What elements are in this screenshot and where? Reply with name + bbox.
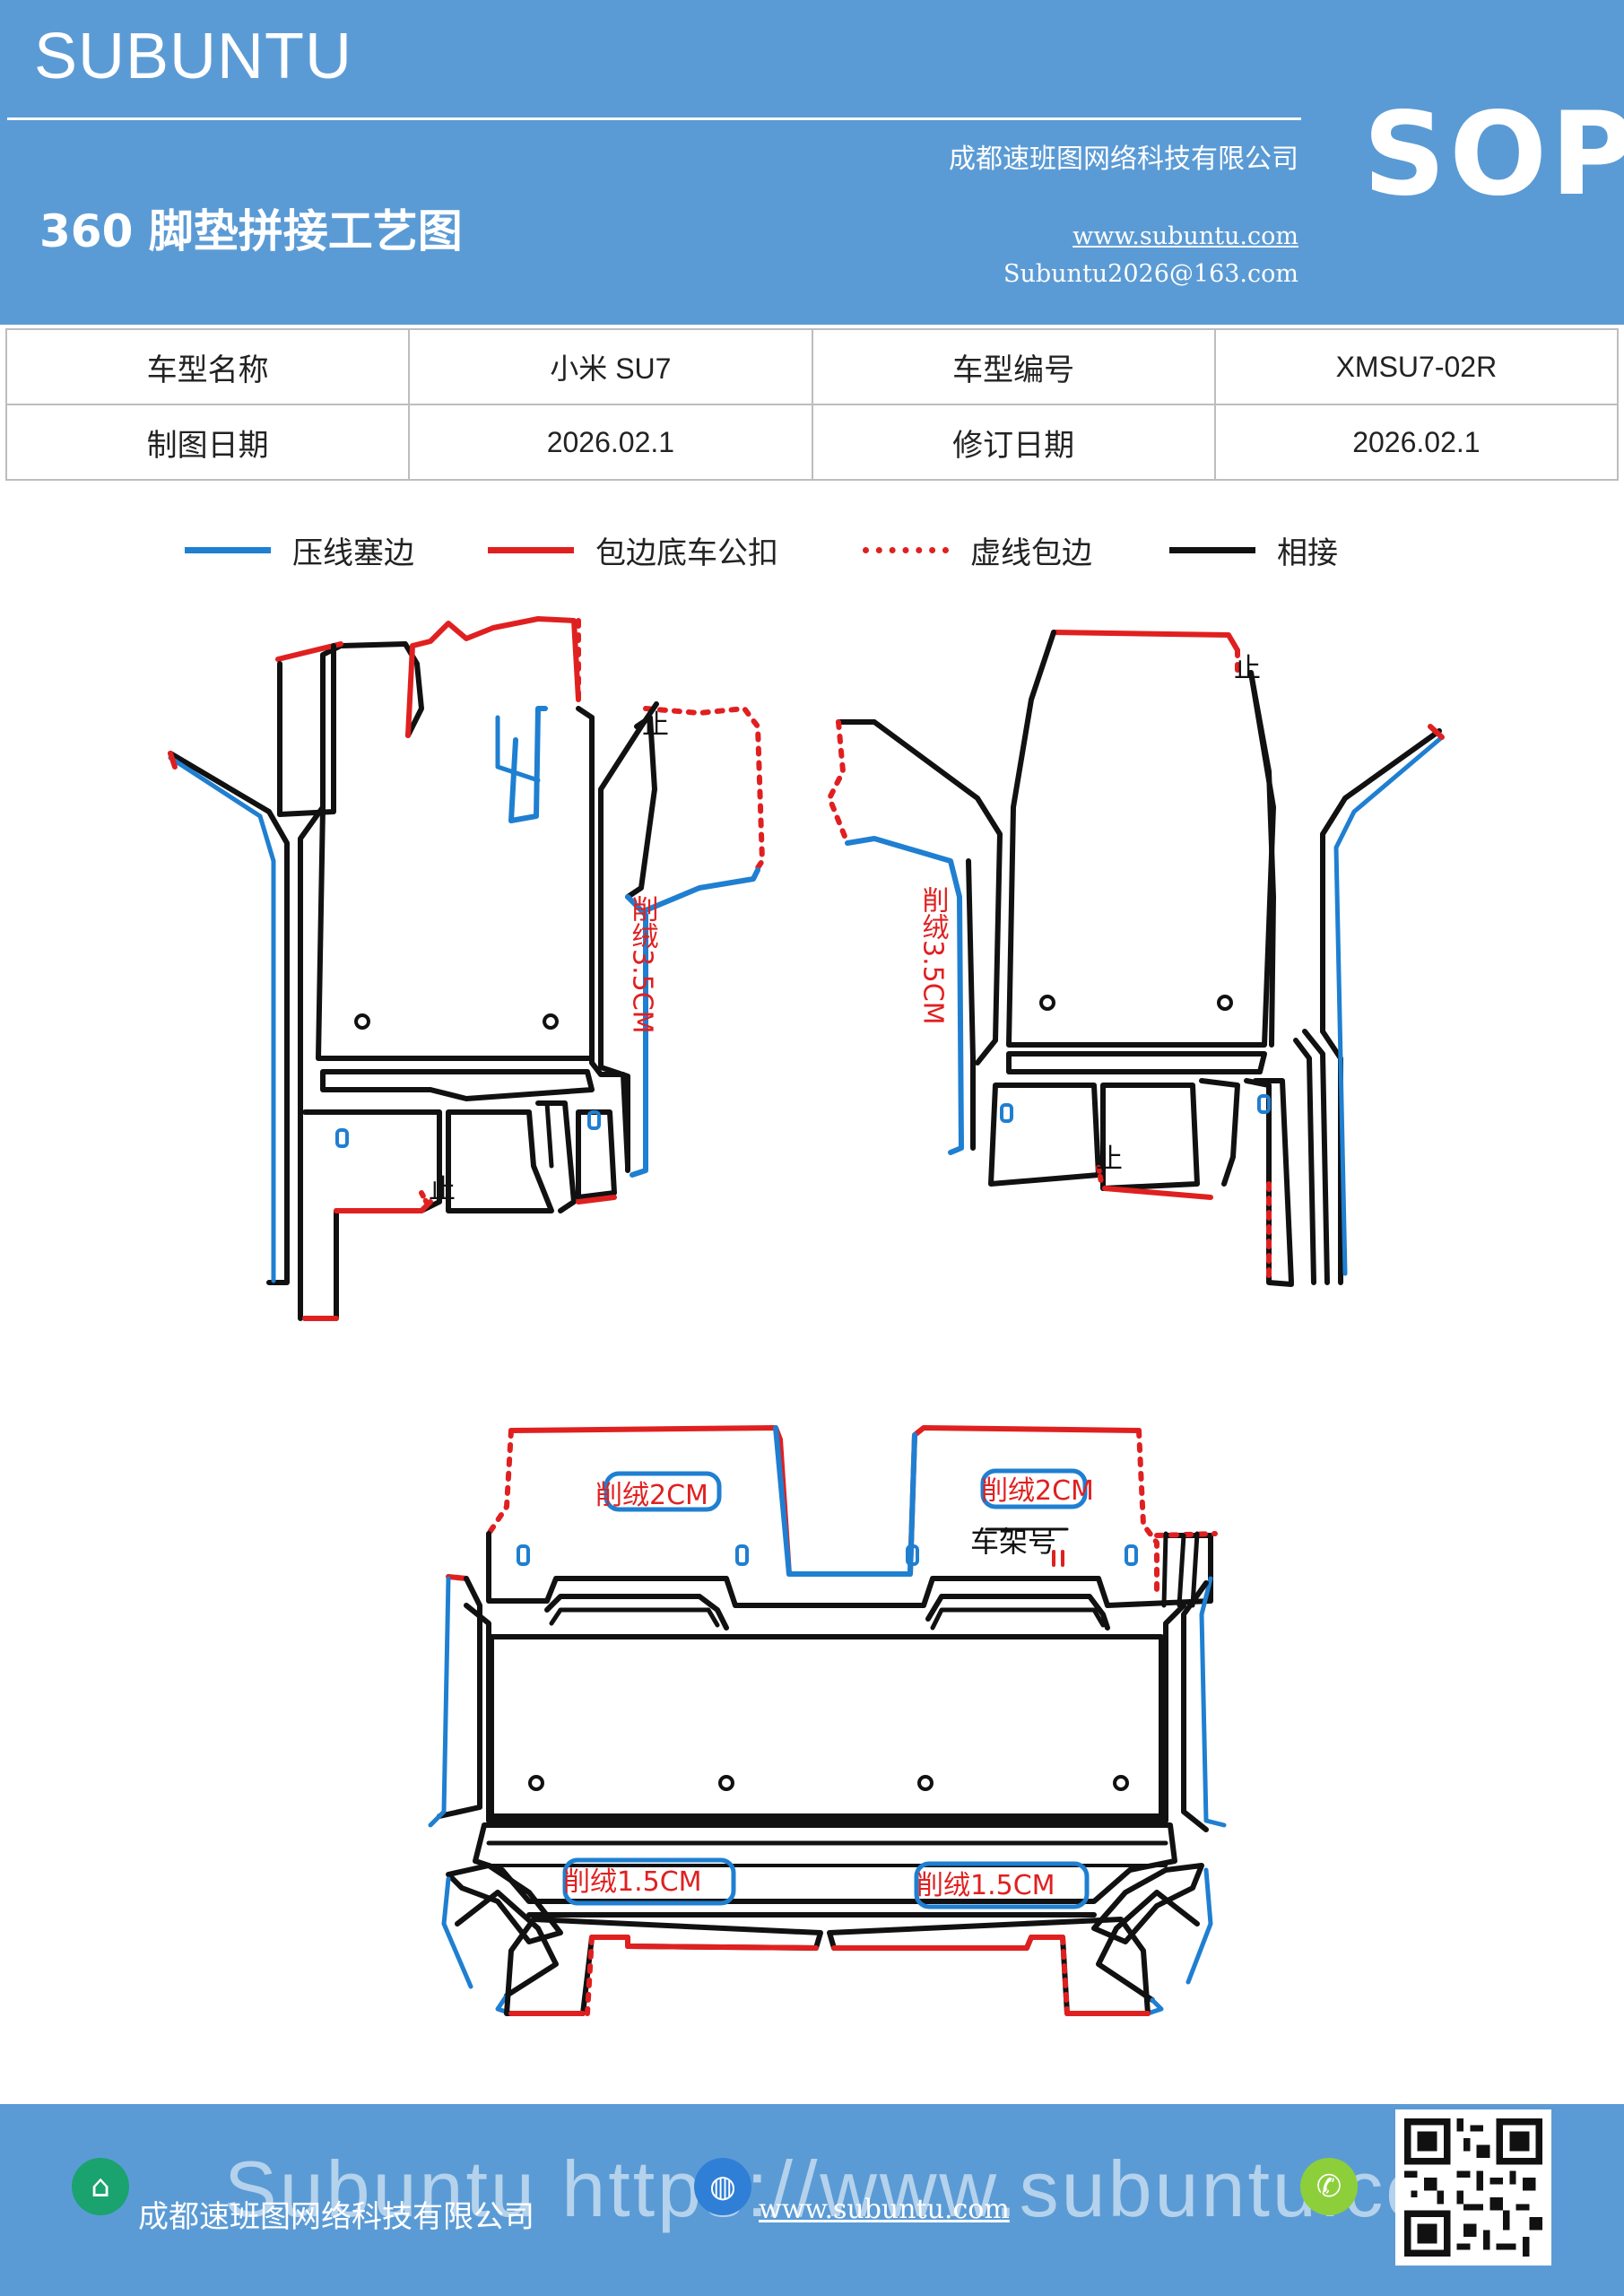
- trim-note-rear-top-right: 削绒2CM: [981, 1475, 1094, 1507]
- trim-note-rear-bottom-left: 削绒1.5CM: [563, 1866, 702, 1898]
- trim-note-front-right: 削绒3.5CM: [917, 886, 949, 1025]
- drawing-date-value: 2026.02.1: [408, 404, 813, 481]
- legend-swatch-black: [1169, 546, 1255, 553]
- header-company-name: 成都速班图网络科技有限公司: [949, 144, 1298, 175]
- stop-mark-front-left-bottom: 止: [429, 1174, 456, 1205]
- document-title: 360 脚垫拼接工艺图: [39, 205, 463, 257]
- frame-number-label: 车架号: [970, 1525, 1056, 1559]
- legend-swatch-red: [488, 546, 574, 553]
- vehicle-name-value: 小米 SU7: [408, 328, 813, 405]
- footer-banner: Subuntu https://www.subuntu.com ⌂ 成都速班图网…: [0, 2104, 1624, 2296]
- header-email[interactable]: Subuntu2026@163.com: [1003, 260, 1298, 288]
- footer-website-link[interactable]: www.subuntu.com: [759, 2194, 1010, 2225]
- vehicle-code-value: XMSU7-02R: [1213, 328, 1620, 405]
- legend-item-dotted-edge: 虚线包边: [863, 527, 1092, 572]
- floor-mat-diagram: 止 止 止 止 车架号 削绒3.5CM 削绒3.5CM 削绒2CM 削绒2CM …: [168, 616, 1445, 2016]
- table-row: 车型名称 小米 SU7 车型编号 XMSU7-02R: [4, 328, 1620, 405]
- building-icon: ⌂: [72, 2158, 129, 2215]
- header-website-link[interactable]: www.subuntu.com: [1073, 222, 1298, 250]
- vehicle-name-label: 车型名称: [4, 328, 411, 405]
- revision-date-value: 2026.02.1: [1213, 404, 1620, 481]
- brand-logo-text: SUBUNTU: [34, 21, 353, 92]
- trim-note-rear-bottom-right: 削绒1.5CM: [916, 1870, 1055, 1901]
- header-banner: SUBUNTU SOP 360 脚垫拼接工艺图 成都速班图网络科技有限公司 ww…: [0, 0, 1624, 325]
- footer-watermark: Subuntu https://www.subuntu.com: [224, 2144, 1501, 2233]
- legend-item-join: 相接: [1169, 527, 1338, 572]
- stop-mark-front-left-top: 止: [642, 709, 669, 741]
- sop-badge: SOP: [1363, 88, 1624, 222]
- header-divider: [7, 117, 1301, 120]
- trim-note-front-left: 削绒3.5CM: [627, 895, 658, 1034]
- legend-swatch-red-dotted: [863, 546, 949, 553]
- rear-mat: [428, 1425, 1227, 2016]
- front-right-mat: [827, 630, 1445, 1287]
- trim-note-rear-top-left: 削绒2CM: [595, 1480, 708, 1511]
- table-row: 制图日期 2026.02.1 修订日期 2026.02.1: [4, 404, 1620, 481]
- revision-date-label: 修订日期: [811, 404, 1216, 481]
- legend-label: 虚线包边: [970, 535, 1092, 571]
- stop-mark-front-right-top: 止: [1234, 653, 1261, 684]
- vehicle-code-label: 车型编号: [811, 328, 1216, 405]
- legend-item-wrap-edge: 包边底车公扣: [488, 527, 778, 572]
- front-left-mat: [168, 616, 765, 1321]
- legend-label: 包边底车公扣: [595, 535, 778, 571]
- qr-code: [1395, 2109, 1551, 2266]
- legend-label: 相接: [1277, 535, 1338, 571]
- legend-swatch-blue: [185, 546, 271, 553]
- footer-company-name: 成都速班图网络科技有限公司: [138, 2199, 534, 2235]
- legend-label: 压线塞边: [292, 535, 414, 571]
- drawing-date-label: 制图日期: [4, 404, 411, 481]
- globe-icon: ◍: [694, 2158, 751, 2215]
- line-legend: 压线塞边 包边底车公扣 虚线包边 相接: [0, 527, 1624, 572]
- vehicle-info-table: 车型名称 小米 SU7 车型编号 XMSU7-02R 制图日期 2026.02.…: [4, 328, 1620, 481]
- wechat-icon: ✆: [1300, 2158, 1358, 2215]
- legend-item-press-edge: 压线塞边: [185, 527, 414, 572]
- stop-mark-front-right-bottom: 止: [1096, 1144, 1123, 1175]
- qr-code-image: [1404, 2118, 1542, 2257]
